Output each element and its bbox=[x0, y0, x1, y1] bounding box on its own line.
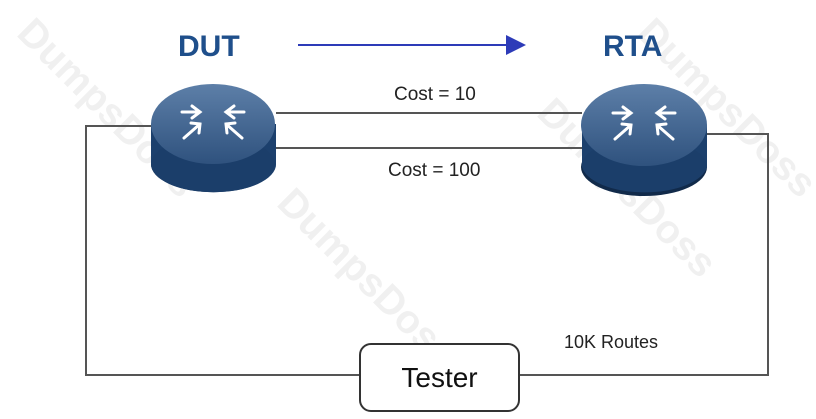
dut-label: DUT bbox=[178, 30, 240, 63]
tester-node: Tester bbox=[359, 343, 520, 412]
link-upper-label: Cost = 10 bbox=[394, 84, 476, 105]
router-icon bbox=[151, 84, 276, 193]
tester-label: Tester bbox=[401, 361, 478, 393]
link-lower-label: Cost = 100 bbox=[388, 160, 481, 181]
rta-label: RTA bbox=[603, 30, 663, 63]
routes-label: 10K Routes bbox=[564, 332, 659, 352]
link-rta-tester bbox=[520, 133, 769, 376]
link-dut-tester bbox=[85, 125, 359, 376]
router-icon bbox=[581, 84, 707, 196]
